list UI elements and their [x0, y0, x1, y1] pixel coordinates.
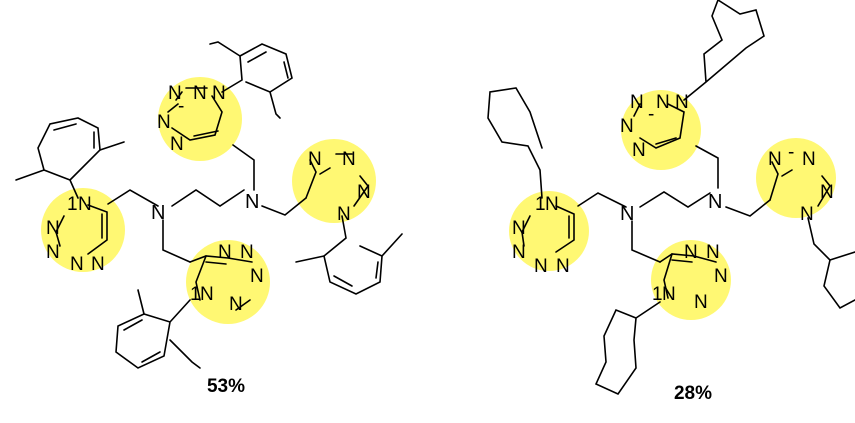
amine-n-left: N: [620, 203, 634, 225]
tetrazole-n: N: [46, 218, 60, 239]
tetrazole-n: N: [218, 242, 232, 263]
ch2-link: [261, 197, 307, 216]
tetrazole-n1: N: [337, 204, 351, 225]
tetrazole-right-right: [769, 161, 831, 207]
tetrazole-n1: N: [662, 284, 676, 305]
amine-n-left: N: [151, 202, 165, 224]
cyclohexyl-top: [683, 0, 765, 101]
tetrazole-n: N: [240, 242, 254, 263]
tetrazole-bottom-right: [659, 253, 717, 299]
tetrazole-n: N: [632, 140, 646, 161]
tetrazole-right: [305, 153, 369, 207]
ch2-link: [232, 144, 255, 191]
tetrazole-n: N: [768, 149, 782, 170]
aryl-bottom: [115, 289, 201, 369]
hyphen: -: [788, 142, 794, 163]
tetrazole-left: [55, 204, 108, 255]
molecule-left: N N N - N N N N 1 N N N N N N N N N N N …: [15, 41, 403, 397]
tetrazole-highlight: [756, 138, 836, 218]
ch2-link: [725, 199, 771, 217]
ethylene-bridge: [171, 189, 245, 207]
molecule-right: N N N - N N N N 1 N N N N N N - N N N N …: [487, 0, 855, 404]
cyclohexyl-right: [807, 217, 855, 310]
tetrazole-n: N: [706, 242, 720, 263]
tetrazole-top: [167, 87, 223, 141]
tetrazole-n: N: [168, 83, 182, 104]
tetrazole-n: N: [229, 294, 243, 315]
tetrazole-left-right: [521, 205, 575, 253]
aryl-right: [295, 215, 403, 295]
tetrazole-n1: N: [545, 194, 559, 215]
tetrazole-n: N: [694, 292, 708, 313]
tetrazole-top-right: [633, 103, 685, 149]
tetrazole-n1: N: [200, 284, 214, 305]
tetrazole-n: N: [512, 218, 526, 239]
aryl-top: [209, 41, 293, 119]
yield-right: 28%: [674, 383, 712, 404]
tetrazole-n1-number: 1: [190, 284, 201, 305]
tetrazole-n: N: [802, 149, 816, 170]
ch2-link: [162, 219, 191, 263]
cyclohexyl-bottom: [594, 301, 661, 396]
tetrazole-n: N: [91, 254, 105, 275]
tetrazole-highlight: [41, 188, 125, 272]
tetrazole-n1: N: [675, 92, 689, 113]
tetrazole-n: N: [250, 266, 264, 287]
tetrazole-n: N: [46, 242, 60, 263]
tetrazole-n: N: [620, 116, 634, 137]
tetrazole-n: N: [357, 182, 371, 203]
tetrazole-n: N: [170, 134, 184, 155]
tetrazole-n: N: [157, 112, 171, 133]
yield-left: 53%: [207, 376, 245, 397]
tetrazole-n: N: [342, 149, 356, 170]
hyphen: -: [178, 96, 184, 117]
tetrazole-n: N: [512, 242, 526, 263]
ch2-link: [107, 189, 159, 207]
tetrazole-n: N: [656, 92, 670, 113]
tetrazole-n: N: [556, 256, 570, 277]
ch2-link: [631, 220, 661, 263]
tetrazole-n1-number: 1: [652, 284, 663, 305]
tetrazole-n: N: [70, 254, 84, 275]
tetrazole-n1: N: [78, 194, 92, 215]
tetrazole-n1-number: 1: [67, 194, 78, 215]
hyphen: -: [648, 104, 654, 125]
tetrazole-highlight: [292, 139, 376, 223]
tetrazole-n1: N: [212, 83, 226, 104]
tetrazole-n1-number: 1: [535, 194, 546, 215]
amine-n-right: N: [245, 191, 259, 213]
tetrazole-bottom: [189, 255, 253, 311]
tetrazole-n1: N: [800, 204, 814, 225]
amine-n-right: N: [708, 191, 722, 213]
ch2-link: [695, 145, 719, 189]
tetrazole-n: N: [714, 266, 728, 287]
tetrazole-n: N: [630, 92, 644, 113]
tetrazole-n: N: [308, 149, 322, 170]
tetrazole-n: N: [820, 182, 834, 203]
tetrazole-n: N: [534, 256, 548, 277]
tetrazole-n: N: [684, 242, 698, 263]
aryl-left: [15, 117, 125, 199]
ethylene-bridge: [639, 191, 711, 208]
ch2-link: [577, 192, 627, 208]
cyclohexyl-left: [487, 87, 543, 199]
tetrazole-n: N: [193, 83, 207, 104]
tetrazole-highlight: [158, 77, 242, 161]
